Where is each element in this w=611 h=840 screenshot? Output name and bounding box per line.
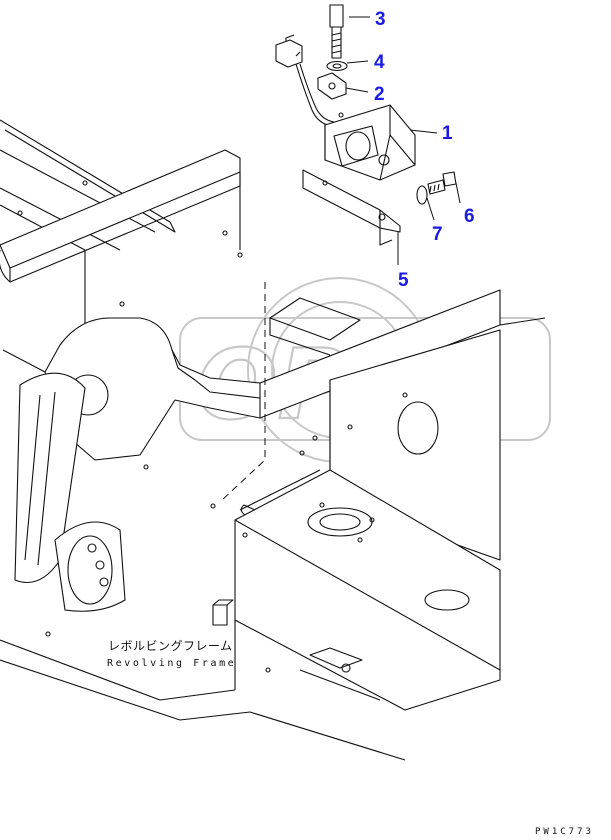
frame-label-english: Revolving Frame [107, 658, 236, 669]
clip-bracket-part-2 [317, 72, 347, 100]
washer-part-7 [416, 185, 428, 205]
frame-holes [17, 180, 408, 673]
callout-2: 2 [374, 84, 385, 105]
callout-4: 4 [374, 52, 385, 73]
bolt-part-6 [427, 171, 457, 195]
washer-part-4 [326, 60, 348, 72]
leader-lines [345, 16, 461, 265]
bolt-part-3 [329, 4, 344, 59]
sensor-unit-part-1 [324, 104, 416, 181]
bracket-plate-part-5 [302, 169, 401, 246]
revolving-frame [0, 119, 546, 761]
frame-label-japanese: レボルビングフレーム [108, 639, 233, 653]
callouts: 3 4 2 1 5 6 7 [374, 9, 475, 291]
drawing-code: PW1C773 [535, 827, 594, 837]
callout-5: 5 [398, 270, 409, 291]
callout-6: 6 [464, 206, 475, 227]
component-parts [275, 4, 457, 246]
callout-3: 3 [375, 9, 386, 30]
callout-7: 7 [432, 224, 443, 245]
callout-1: 1 [442, 123, 453, 144]
wire-harness [275, 34, 335, 127]
